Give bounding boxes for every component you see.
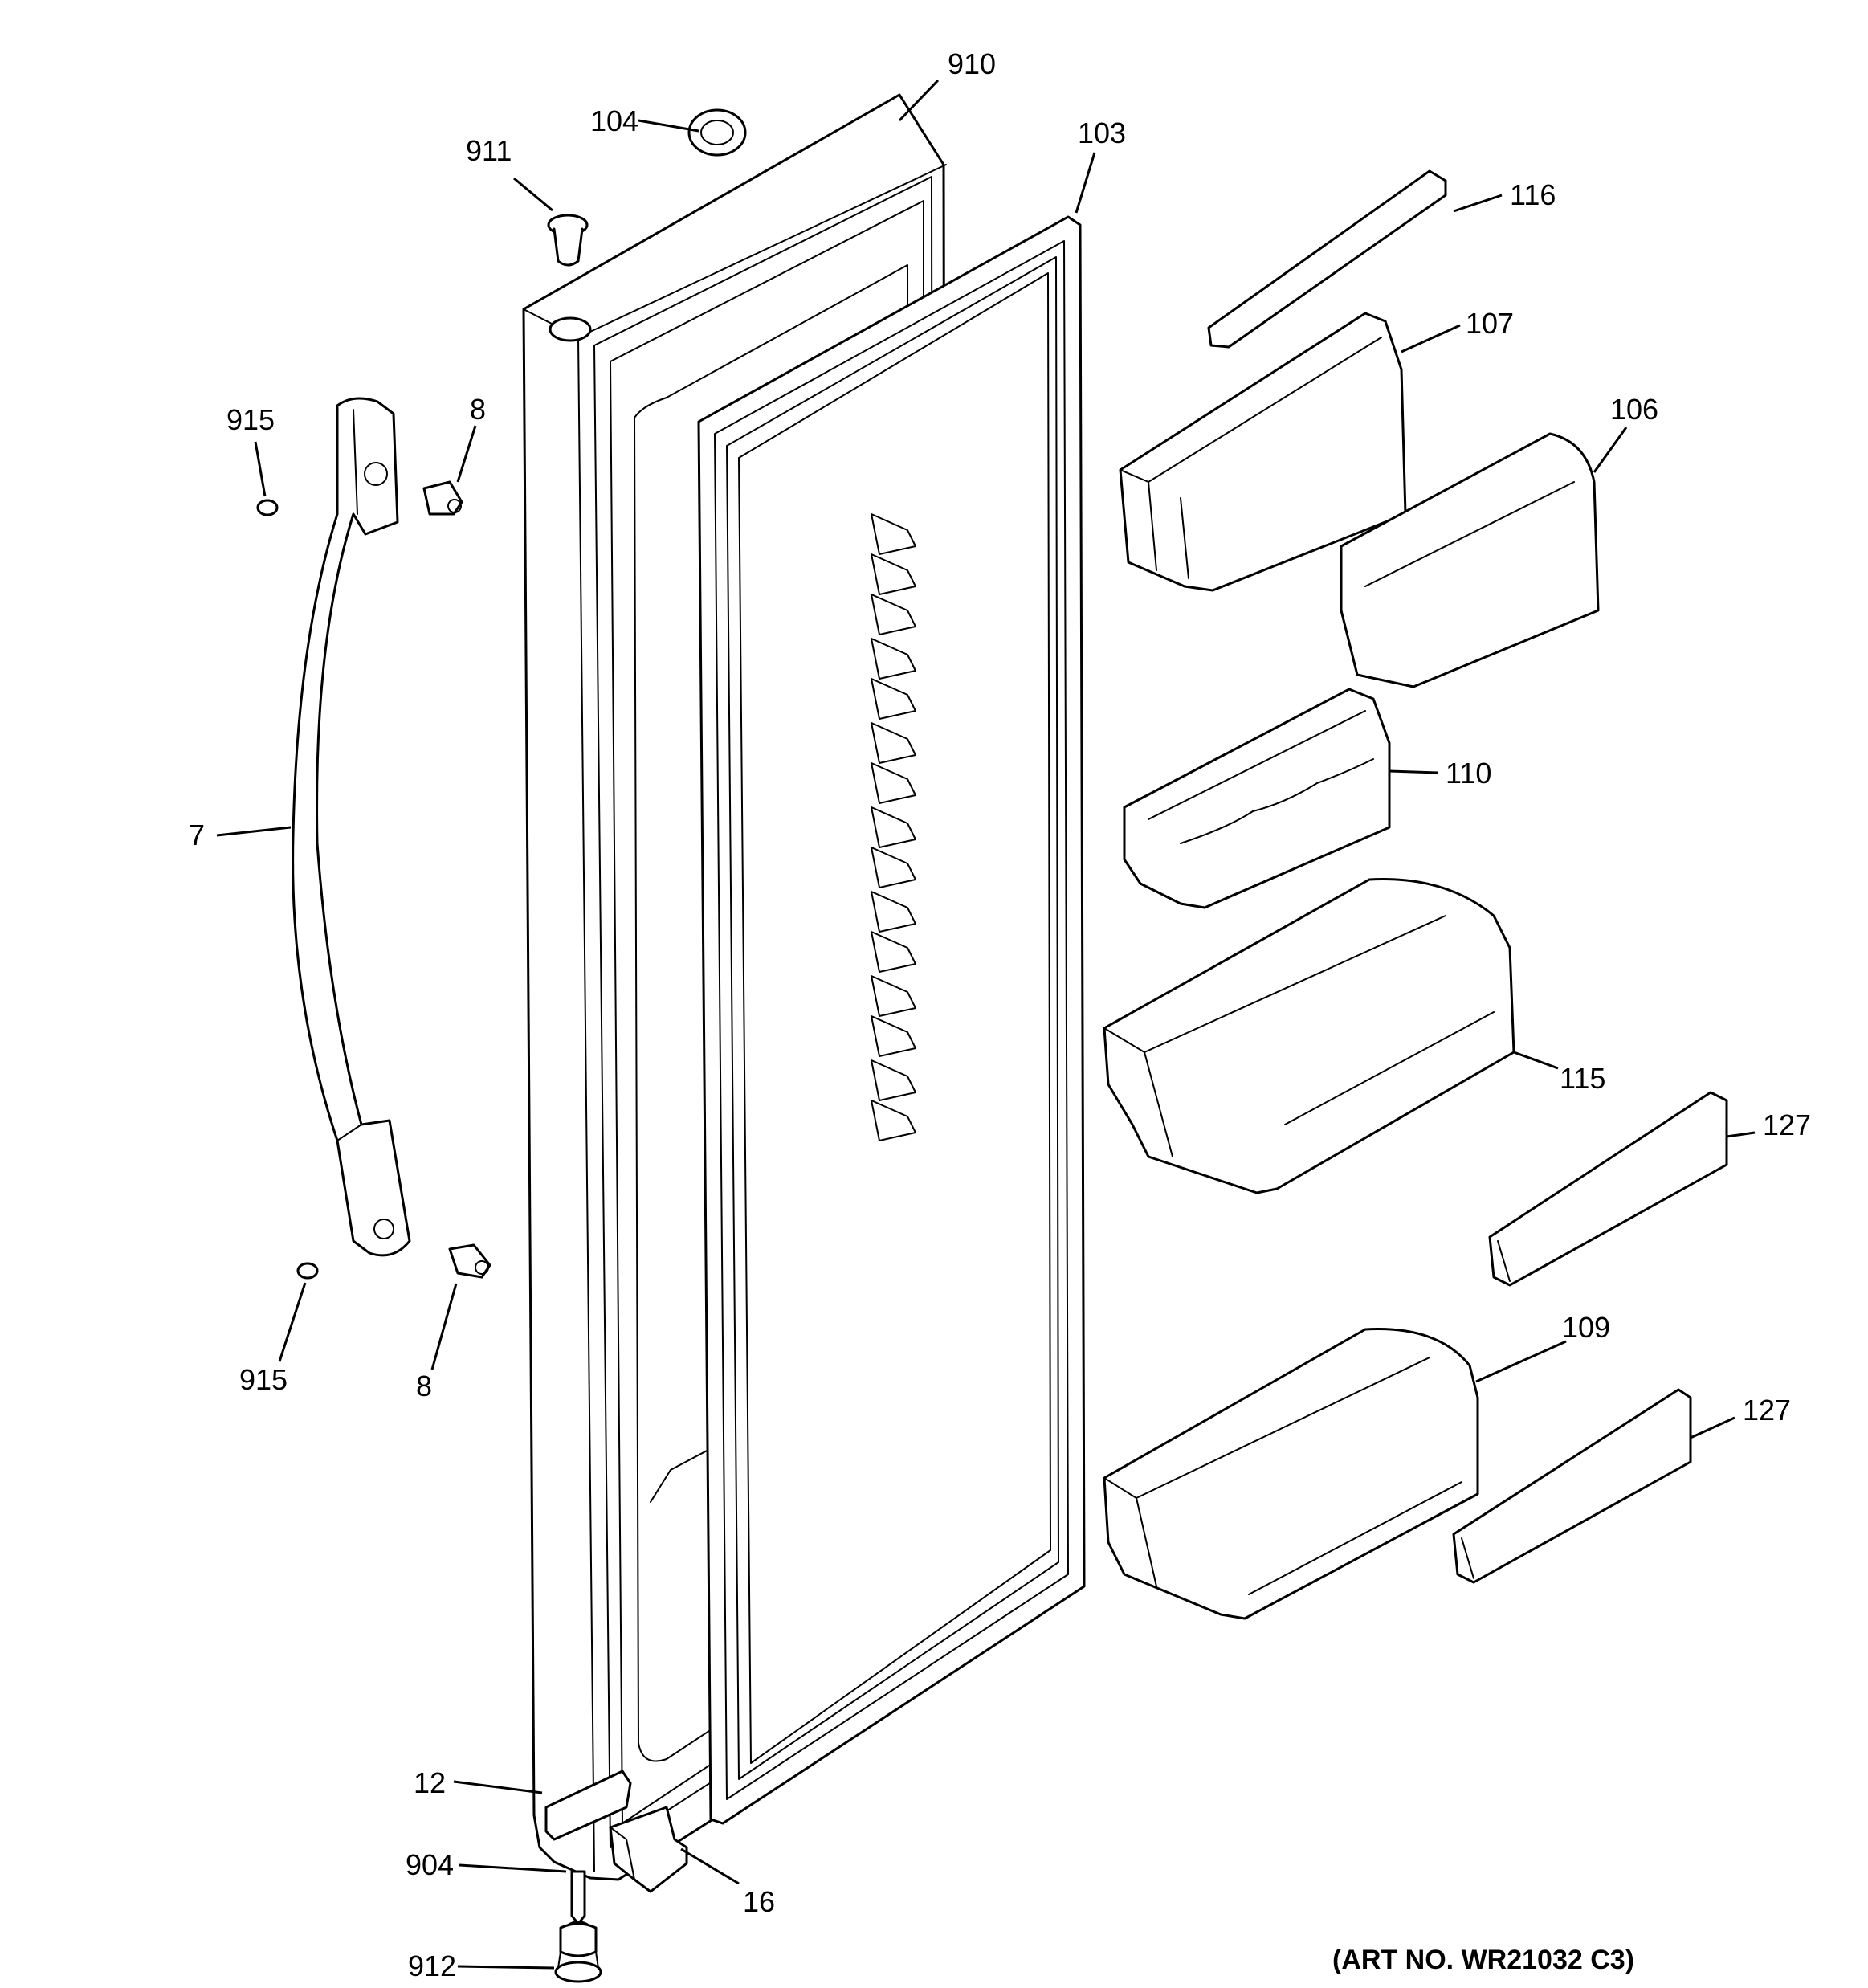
door-bin-115 (1103, 878, 1515, 1194)
callout-915-top: 915 (226, 403, 275, 436)
screw-915-bottom (296, 1262, 319, 1280)
callout-904: 904 (406, 1848, 454, 1881)
callout-127-bottom: 127 (1743, 1394, 1791, 1427)
hinge-16 (609, 1806, 688, 1893)
callout-915-bottom: 915 (239, 1363, 288, 1396)
door-gasket (697, 215, 1086, 1825)
callout-911: 911 (466, 134, 512, 167)
bushing-911 (547, 214, 589, 267)
stud-8-top (422, 480, 463, 516)
leader-lines (216, 79, 1756, 1970)
callout-107: 107 (1466, 307, 1514, 340)
callout-910: 910 (948, 47, 996, 80)
callout-106: 106 (1610, 393, 1658, 426)
callout-12: 12 (414, 1766, 446, 1799)
callout-104: 104 (590, 104, 638, 137)
screw-915-top (256, 499, 279, 516)
callout-115: 115 (1560, 1062, 1605, 1095)
callout-labels: 910 104 911 103 116 107 106 915 8 7 110 … (189, 47, 1811, 1982)
bushing-912 (554, 1922, 602, 1983)
bin-cap-116 (1207, 169, 1447, 349)
dairy-door-106 (1340, 432, 1600, 688)
callout-109: 109 (1562, 1311, 1610, 1344)
stud-8-bottom (448, 1243, 491, 1279)
callout-103: 103 (1078, 116, 1126, 149)
liner-shelf-rails (871, 513, 916, 1141)
door-bin-109 (1103, 1328, 1479, 1620)
callout-116: 116 (1510, 178, 1556, 211)
callout-16: 16 (743, 1885, 775, 1918)
art-number: (ART NO. WR21032 C3) (1332, 1945, 1634, 1975)
bin-fascia-127-top (1488, 1091, 1728, 1287)
callout-110: 110 (1446, 757, 1491, 790)
bin-fascia-127-bottom (1452, 1388, 1692, 1584)
callout-8-bottom: 8 (416, 1370, 432, 1402)
plug-104 (687, 108, 747, 157)
callout-7: 7 (189, 818, 205, 851)
callout-127-top: 127 (1763, 1108, 1811, 1141)
callout-8-top: 8 (470, 393, 486, 426)
egg-tray-110 (1123, 688, 1391, 909)
hinge-bracket-12 (544, 1770, 632, 1841)
door-handle (292, 397, 411, 1257)
callout-912: 912 (408, 1949, 456, 1982)
